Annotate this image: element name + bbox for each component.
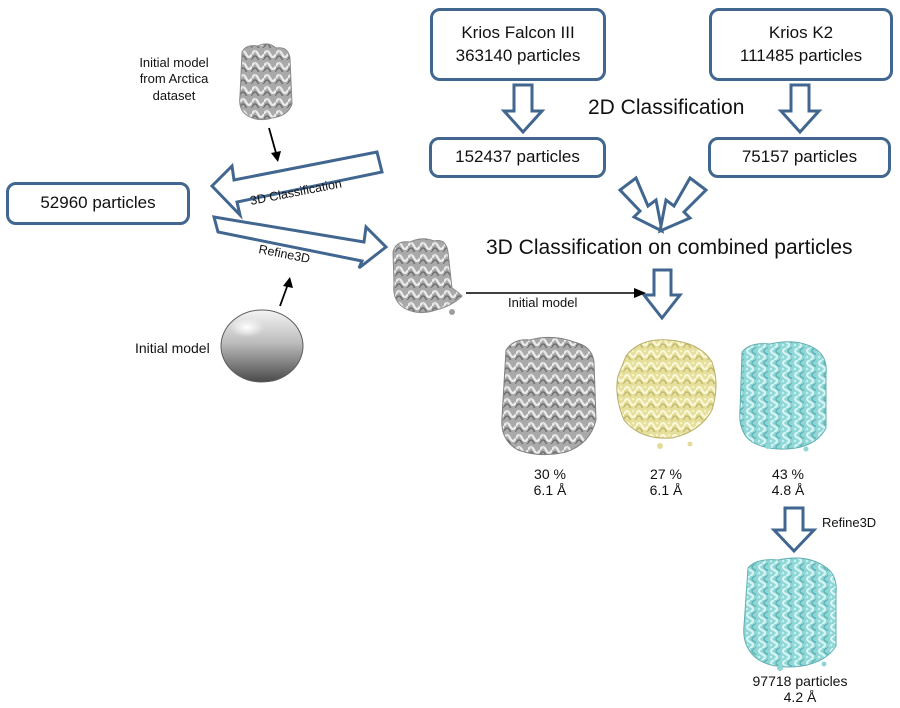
class-1-caption: 30 % 6.1 Å: [520, 466, 580, 498]
box-krios-k2-name: Krios K2: [768, 23, 834, 43]
arrow-3d-classification: [209, 150, 384, 220]
final-density-map: [743, 557, 837, 671]
down-arrow-refine3d: [770, 506, 818, 554]
arrow-initial-sphere: [279, 277, 293, 307]
arctica-line-2: from Arctica: [139, 71, 209, 87]
label-3d-classification-combined: 3D Classification on combined particles: [486, 236, 853, 259]
label-initial-model-arrow: Initial model: [508, 295, 578, 310]
class-2-resolution: 6.1 Å: [649, 482, 683, 498]
class-1-percent: 30 %: [534, 466, 566, 482]
box-krios-falcon-particles: 363140 particles: [455, 45, 581, 65]
arrow-initial-model: [466, 288, 646, 298]
arrow-initial-arctica: [268, 127, 281, 162]
box-krios-falcon-name: Krios Falcon III: [461, 23, 575, 43]
final-resolution: 4.2 Å: [783, 689, 817, 705]
merge-arrow-left: [617, 175, 665, 234]
label-2d-classification: 2D Classification: [588, 96, 745, 119]
arctica-line-3: dataset: [152, 87, 196, 103]
class-3-caption: 43 % 4.8 Å: [758, 466, 818, 498]
down-arrow-falcon: [500, 83, 546, 135]
arctica-density-map: [239, 43, 293, 121]
box-left-particles-text: 52960 particles: [40, 193, 156, 213]
box-krios-k2-particles: 111485 particles: [739, 45, 863, 65]
final-caption: 97718 particles 4.2 Å: [740, 673, 860, 705]
merge-arrow-right: [657, 175, 709, 234]
intermediate-density-map: [392, 238, 463, 315]
box-falcon-2d-particles: 152437 particles: [455, 147, 580, 167]
class-1-density-map: [501, 336, 597, 456]
label-initial-model-arctica: Initial model from Arctica dataset: [130, 55, 218, 104]
class-3-resolution: 4.8 Å: [771, 482, 805, 498]
arrow-refine3d: [211, 215, 389, 270]
box-krios-k2: Krios K2 111485 particles: [709, 8, 893, 81]
sphere-initial-model: [220, 309, 304, 383]
arctica-line-1: Initial model: [139, 55, 209, 70]
class-2-density-map: [616, 339, 717, 449]
class-3-density-map: [739, 341, 827, 452]
down-arrow-k2: [777, 83, 823, 135]
box-k2-2d-result: 75157 particles: [708, 137, 891, 178]
label-initial-model-sphere: Initial model: [135, 340, 210, 356]
box-krios-falcon: Krios Falcon III 363140 particles: [430, 8, 606, 81]
class-3-percent: 43 %: [772, 466, 804, 482]
box-left-particles: 52960 particles: [6, 182, 190, 225]
class-2-caption: 27 % 6.1 Å: [636, 466, 696, 498]
box-k2-2d-particles: 75157 particles: [741, 147, 858, 167]
class-1-resolution: 6.1 Å: [533, 482, 567, 498]
class-2-percent: 27 %: [650, 466, 682, 482]
box-falcon-2d-result: 152437 particles: [429, 137, 606, 178]
label-refine3d-right: Refine3D: [822, 515, 877, 530]
final-particles: 97718 particles: [752, 673, 848, 689]
down-arrow-combined: [640, 268, 684, 321]
